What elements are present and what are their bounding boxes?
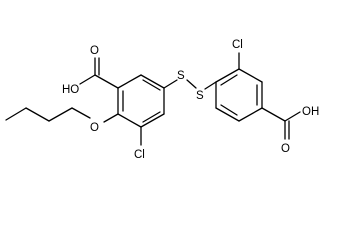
left-carboxyl-group: O HO <box>62 45 119 96</box>
bond <box>140 74 165 89</box>
left-sulfur-label: S <box>177 70 185 82</box>
right-chloro-group: Cl <box>232 39 243 70</box>
bond <box>215 107 240 122</box>
ether-oxygen-label: O <box>90 122 99 134</box>
bond <box>117 113 142 128</box>
double-bond <box>142 111 161 123</box>
acid-hydroxyl-label: HO <box>62 84 79 96</box>
acid-carbonyl-oxygen-label: O <box>90 45 99 57</box>
double-bond <box>220 104 238 116</box>
acid-carbonyl-oxygen-label: O <box>281 143 290 155</box>
bond <box>284 111 301 122</box>
right-sulfur-label: S <box>196 90 204 102</box>
bond <box>25 107 50 122</box>
left-chloro-group: Cl <box>134 126 145 161</box>
double-bond <box>142 79 161 91</box>
right-carboxyl-group: O OH <box>261 106 319 155</box>
right-chlorine-label: Cl <box>232 39 243 51</box>
bond <box>186 79 197 89</box>
bond <box>48 107 73 122</box>
bond <box>204 81 217 90</box>
disulfide-bridge: S S <box>163 70 217 102</box>
bond <box>215 68 240 83</box>
bond <box>117 74 142 89</box>
bond <box>5 107 27 121</box>
right-benzene-ring <box>215 68 263 122</box>
structure-drawing: O HO O Cl S S Cl <box>5 39 319 161</box>
double-bond <box>220 74 238 86</box>
bond <box>103 113 119 123</box>
acid-hydroxyl-label: OH <box>302 106 319 118</box>
bond <box>140 113 165 128</box>
bond <box>238 68 263 83</box>
bond <box>94 74 119 89</box>
butoxy-group: O <box>5 107 119 134</box>
left-chlorine-label: Cl <box>134 149 145 161</box>
bond <box>163 79 178 89</box>
bond <box>79 74 96 85</box>
left-benzene-ring <box>117 74 165 128</box>
bond <box>238 107 263 122</box>
bond <box>71 107 91 119</box>
bond <box>261 107 286 122</box>
